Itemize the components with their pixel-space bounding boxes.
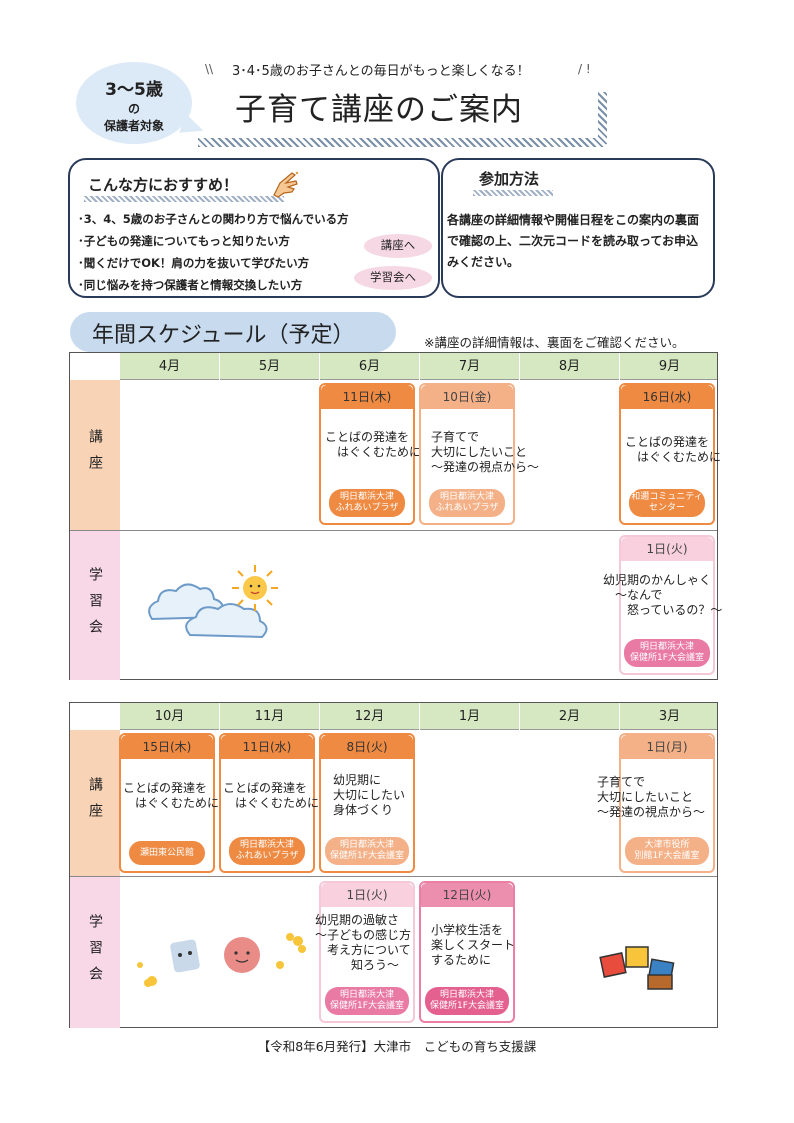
- pointing-hand-icon: [273, 171, 299, 198]
- event-card[interactable]: 10日(金) 子育てで 大切にしたいこと 〜発達の視点から〜 明日都浜大津 ふれ…: [419, 383, 539, 525]
- row-label-lecture: 講座: [70, 730, 120, 876]
- event-title: ことばの発達を はぐくむために: [325, 430, 422, 459]
- month-cell: 6月: [320, 353, 420, 380]
- recommend-box: こんな方におすすめ！ ･3、4、5歳のお子さんとの関わり方で悩んでいる方 ･子ど…: [68, 158, 440, 298]
- event-title: ことばの発達を はぐくむために: [625, 435, 722, 464]
- join-box: 参加方法 各講座の詳細情報や開催日程をこの案内の裏面で確認の上、二次元コードを読…: [441, 158, 715, 298]
- sparkle-right-icon: / !: [578, 62, 591, 76]
- month-cell: 7月: [420, 353, 520, 380]
- recommend-list: ･3、4、5歳のお子さんとの関わり方で悩んでいる方 ･子どもの発達についてもっと…: [78, 208, 349, 296]
- month-cell: 10月: [120, 703, 220, 730]
- event-venue: 大津市役所 別館1F大会議室: [625, 837, 709, 865]
- row-label-lecture: 講座: [70, 380, 120, 530]
- age-badge: 3〜5歳 の 保護者対象: [76, 62, 207, 144]
- month-row: 4月 5月 6月 7月 8月 9月: [120, 353, 720, 380]
- event-title: 幼児期に 大切にしたい 身体づくり: [333, 773, 406, 817]
- title-side-stripe: [598, 92, 607, 144]
- event-card[interactable]: 1日(火) 幼児期のかんしゃく 〜なんで 怒っているの？〜 明日都浜大津 保健所…: [603, 535, 722, 675]
- event-title: 子育てで 大切にしたいこと 〜発達の視点から〜: [431, 430, 540, 474]
- heading-underline: [473, 190, 553, 196]
- event-venue: 明日都浜大津 保健所1F大会議室: [325, 837, 409, 865]
- month-cell: 4月: [120, 353, 220, 380]
- join-text: 各講座の詳細情報や開催日程をこの案内の裏面で確認の上、二次元コードを読み取ってお…: [447, 213, 700, 269]
- month-cell: 9月: [620, 353, 720, 380]
- row-divider: [70, 530, 717, 531]
- event-date: 11日(水): [221, 735, 313, 759]
- sun-icon: [232, 565, 278, 611]
- event-title: 子育てで 大切にしたいこと 〜発達の視点から〜: [597, 775, 706, 819]
- toy-blocks-icon: [599, 946, 675, 990]
- event-card[interactable]: 16日(水) ことばの発達を はぐくむために 和邇コミュニティ センター: [619, 383, 721, 525]
- month-cell: 2月: [520, 703, 620, 730]
- target-text: 保護者対象: [103, 119, 164, 133]
- event-date: 12日(火): [421, 883, 513, 907]
- bubble-lecture: 講座へ: [364, 234, 432, 258]
- join-heading: 参加方法: [479, 170, 540, 188]
- subtitle: 3･4･5歳のお子さんとの毎日がもっと楽しくなる！: [232, 64, 530, 79]
- list-item: ･聞くだけでOK！肩の力を抜いて学びたい方: [78, 256, 310, 270]
- row-divider: [70, 876, 717, 877]
- event-venue: 明日都浜大津 ふれあいプラザ: [329, 489, 405, 517]
- event-date: 11日(木): [321, 385, 413, 409]
- event-card[interactable]: 15日(木) ことばの発達を はぐくむために 瀬田東公民館: [119, 733, 219, 873]
- event-card[interactable]: 8日(火) 幼児期に 大切にしたい 身体づくり 明日都浜大津 保健所1F大会議室: [319, 733, 415, 873]
- event-date: 16日(水): [621, 385, 713, 409]
- event-venue: 明日都浜大津 保健所1F大会議室: [624, 639, 710, 667]
- event-card[interactable]: 11日(水) ことばの発達を はぐくむために 明日都浜大津 ふれあいプラザ: [219, 733, 319, 873]
- age-text: 3〜5歳: [105, 80, 163, 100]
- month-row: 10月 11月 12月 1月 2月 3月: [120, 703, 720, 730]
- title-underline: [198, 138, 606, 147]
- month-cell: 3月: [620, 703, 720, 730]
- schedule-heading-text: 年間スケジュール（予定）: [92, 323, 355, 348]
- month-cell: 5月: [220, 353, 320, 380]
- row-label-study: 学習会: [70, 531, 120, 680]
- event-venue: 和邇コミュニティ センター: [629, 489, 705, 517]
- event-venue: 明日都浜大津 ふれあいプラザ: [229, 837, 305, 865]
- event-card[interactable]: 11日(木) ことばの発達を はぐくむために 明日都浜大津 ふれあいプラザ: [319, 383, 421, 525]
- event-title: 幼児期の過敏さ 〜子どもの感じ方 考え方について 知ろう〜: [315, 913, 412, 972]
- footer: 【令和8年6月発行】大津市 こどもの育ち支援課: [257, 1039, 537, 1054]
- badge-tail: [179, 113, 207, 141]
- schedule-heading: 年間スケジュール（予定）: [70, 312, 396, 352]
- schedule-note: ※講座の詳細情報は、裏面をご確認ください。: [424, 335, 685, 350]
- event-title: ことばの発達を はぐくむために: [123, 781, 220, 810]
- list-item: ･子どもの発達についてもっと知りたい方: [78, 234, 290, 248]
- row-label-study: 学習会: [70, 877, 120, 1028]
- bubble-study: 学習会へ: [354, 266, 432, 290]
- corner-cell: [70, 353, 120, 380]
- cloud-icon: [148, 583, 268, 639]
- list-item: ･同じ悩みを持つ保護者と情報交換したい方: [78, 278, 303, 292]
- event-date: 1日(火): [321, 883, 413, 907]
- event-card[interactable]: 1日(月) 子育てで 大切にしたいこと 〜発達の視点から〜 大津市役所 別館1F…: [597, 733, 715, 873]
- sparkle-left-icon: \\: [205, 62, 214, 76]
- event-title: 小学校生活を 楽しくスタート するために: [431, 923, 516, 967]
- month-cell: 1月: [420, 703, 520, 730]
- event-card[interactable]: 12日(火) 小学校生活を 楽しくスタート するために 明日都浜大津 保健所1F…: [419, 881, 515, 1023]
- schedule-table-second-half: 10月 11月 12月 1月 2月 3月 講座 学習会 15日(木) ことばの発…: [69, 702, 720, 1028]
- heading-underline: [84, 196, 284, 202]
- event-venue: 明日都浜大津 保健所1F大会議室: [325, 987, 409, 1015]
- event-date: 8日(火): [321, 735, 413, 759]
- event-title: ことばの発達を はぐくむために: [223, 781, 320, 810]
- event-venue: 明日都浜大津 保健所1F大会議室: [425, 987, 509, 1015]
- month-cell: 12月: [320, 703, 420, 730]
- recommend-heading: こんな方におすすめ！: [88, 176, 239, 194]
- schedule-table-first-half: 4月 5月 6月 7月 8月 9月 講座 学習会 11日(木) ことばの発達を …: [69, 352, 722, 680]
- event-date: 15日(木): [121, 735, 213, 759]
- event-title: 幼児期のかんしゃく 〜なんで 怒っているの？〜: [603, 573, 723, 617]
- event-card[interactable]: 1日(火) 幼児期の過敏さ 〜子どもの感じ方 考え方について 知ろう〜 明日都浜…: [315, 881, 415, 1023]
- smiling-faces-icon: [137, 933, 306, 987]
- event-venue: 瀬田東公民館: [129, 841, 205, 865]
- event-date: 10日(金): [421, 385, 513, 409]
- event-date: 1日(月): [621, 735, 713, 759]
- list-item: ･3、4、5歳のお子さんとの関わり方で悩んでいる方: [78, 212, 349, 226]
- month-cell: 11月: [220, 703, 320, 730]
- event-venue: 明日都浜大津 ふれあいプラザ: [429, 489, 505, 517]
- page-title: 子育て講座のご案内: [235, 92, 523, 128]
- corner-cell: [70, 703, 120, 730]
- month-cell: 8月: [520, 353, 620, 380]
- event-date: 1日(火): [621, 537, 713, 561]
- age-of-text: の: [127, 102, 140, 116]
